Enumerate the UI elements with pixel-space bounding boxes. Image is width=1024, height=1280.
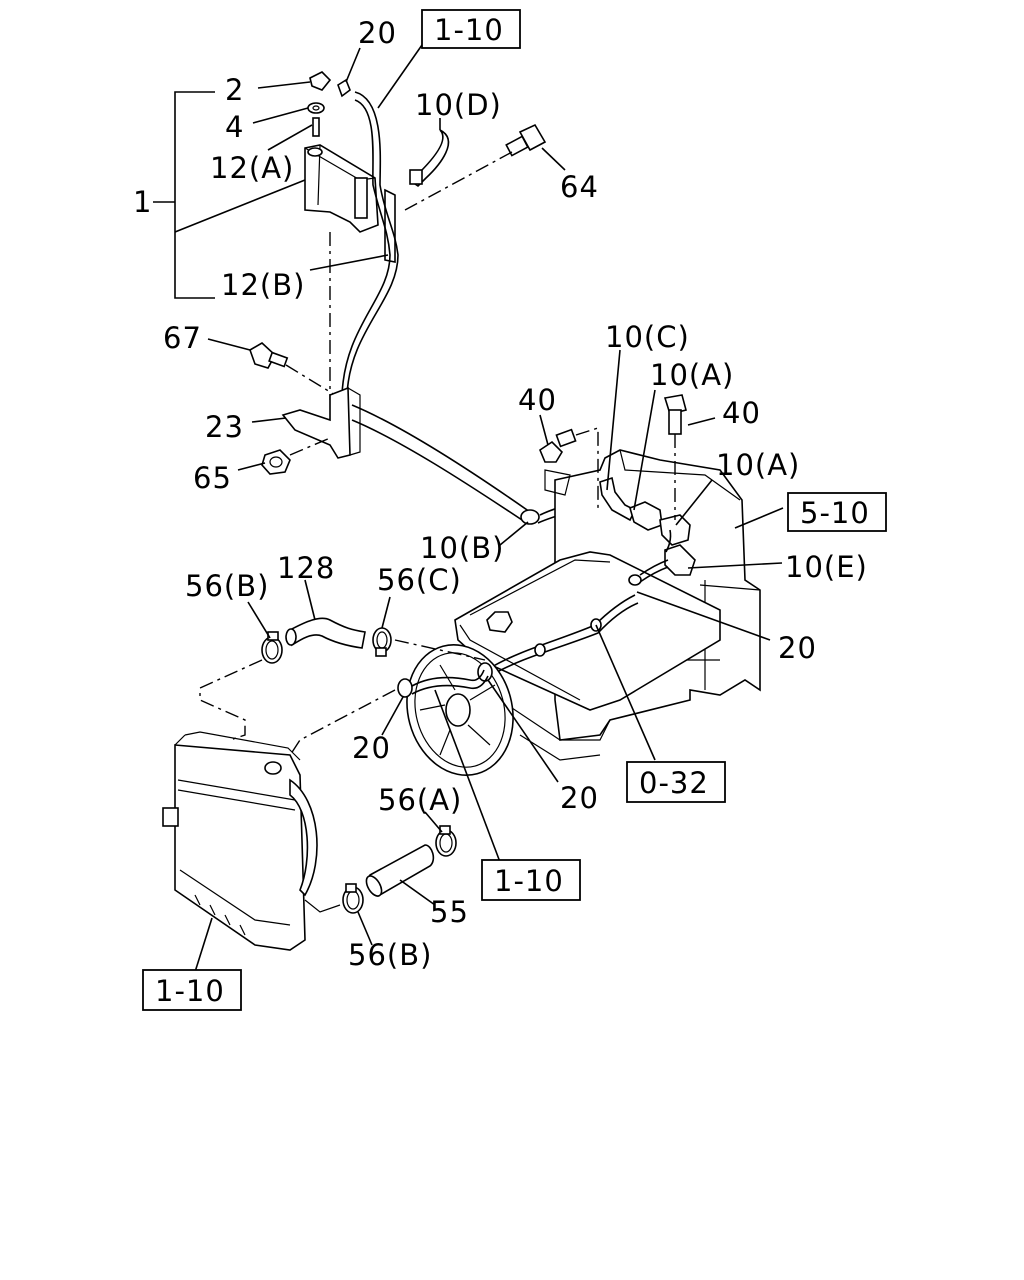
leader-ref-top [377, 44, 423, 109]
fitting-group [599, 349, 784, 641]
upper-hose-128 [199, 579, 486, 741]
leader-20-top [345, 47, 361, 83]
callout-20-mid: 20 [560, 781, 599, 815]
leader-12a [267, 124, 313, 151]
callout-23: 23 [205, 410, 244, 444]
callout-65: 65 [193, 461, 232, 495]
leader-67 [207, 338, 251, 351]
leader-10e [687, 562, 783, 569]
leader-56c [381, 596, 391, 629]
callout-4: 4 [225, 110, 244, 144]
reference-label-right: 5-10 [800, 496, 870, 530]
leader-10b [499, 521, 529, 546]
leader-10c [606, 349, 621, 491]
leader-12b [309, 254, 389, 271]
callout-20-right: 20 [778, 631, 817, 665]
leader-64 [541, 147, 566, 171]
callout-56c: 56(C) [377, 563, 462, 597]
lower-hose-55 [342, 811, 457, 946]
reference-box-hose[interactable]: 1-10 [481, 859, 581, 901]
reference-label-engine: 0-32 [639, 766, 709, 800]
callout-40-right: 40 [722, 396, 761, 430]
leader-1 [174, 179, 306, 233]
callout-10c: 10(C) [605, 320, 690, 354]
leader-10a-2 [675, 479, 713, 526]
bolt-40-left [539, 414, 599, 510]
callout-12b: 12(B) [221, 268, 305, 302]
reference-box-radiator[interactable]: 1-10 [142, 969, 242, 1011]
leader-2 [257, 81, 311, 89]
callout-128: 128 [277, 551, 335, 585]
tie-strap-10d [409, 118, 450, 188]
engine-block [454, 449, 761, 761]
callout-10a-2: 10(A) [716, 448, 800, 482]
lower-bracket-group [207, 232, 361, 475]
callout-67: 67 [163, 321, 202, 355]
leader-56a [424, 811, 443, 833]
callout-10b: 10(B) [420, 531, 504, 565]
leader-56b-bottom [357, 911, 373, 946]
callout-56b-top: 56(B) [185, 569, 269, 603]
bolt-40-right [663, 394, 716, 520]
leader-40-left [539, 414, 549, 446]
radiator [162, 731, 341, 973]
leader-23 [251, 417, 287, 423]
reference-label-hose: 1-10 [494, 864, 564, 898]
callout-56b-bottom: 56(B) [348, 938, 432, 972]
callout-10d: 10(D) [415, 88, 502, 122]
leader-ref-hose [434, 689, 501, 863]
callout-2: 2 [225, 73, 244, 107]
reference-box-top[interactable]: 1-10 [421, 9, 521, 49]
callout-10a-1: 10(A) [650, 358, 734, 392]
reference-box-right[interactable]: 5-10 [787, 492, 887, 532]
leader-ref-engine [595, 624, 656, 761]
leader-20-right [636, 591, 771, 641]
callout-20-fan: 20 [352, 731, 391, 765]
callout-55: 55 [430, 895, 469, 929]
leader-40-right [687, 417, 716, 426]
leader-56b-top [247, 601, 271, 639]
leader-ref-right [734, 507, 784, 529]
overflow-hose [341, 44, 423, 396]
leader-10a-1 [633, 389, 656, 511]
callout-64: 64 [560, 170, 599, 204]
callout-1: 1 [133, 185, 152, 219]
water-pipe [489, 594, 656, 761]
leader-20-mid [487, 679, 559, 783]
reference-label-radiator: 1-10 [155, 974, 225, 1008]
callout-10e: 10(E) [785, 550, 868, 584]
reservoir-tank-assembly [153, 47, 396, 299]
leader-65 [237, 462, 266, 471]
callout-20-top: 20 [358, 16, 397, 50]
reference-box-engine[interactable]: 0-32 [626, 761, 726, 803]
leader-128 [304, 579, 316, 621]
clamps-20-fan [286, 662, 559, 863]
callout-56a: 56(A) [378, 783, 462, 817]
leader-55 [399, 879, 436, 906]
leader-20-fan [381, 696, 404, 736]
reference-label-top: 1-10 [434, 13, 504, 47]
bolt-64 [404, 123, 566, 211]
leader-ref-radiator [194, 917, 213, 973]
leader-4 [252, 107, 309, 124]
callout-40-left: 40 [518, 383, 557, 417]
callout-12a: 12(A) [210, 151, 294, 185]
